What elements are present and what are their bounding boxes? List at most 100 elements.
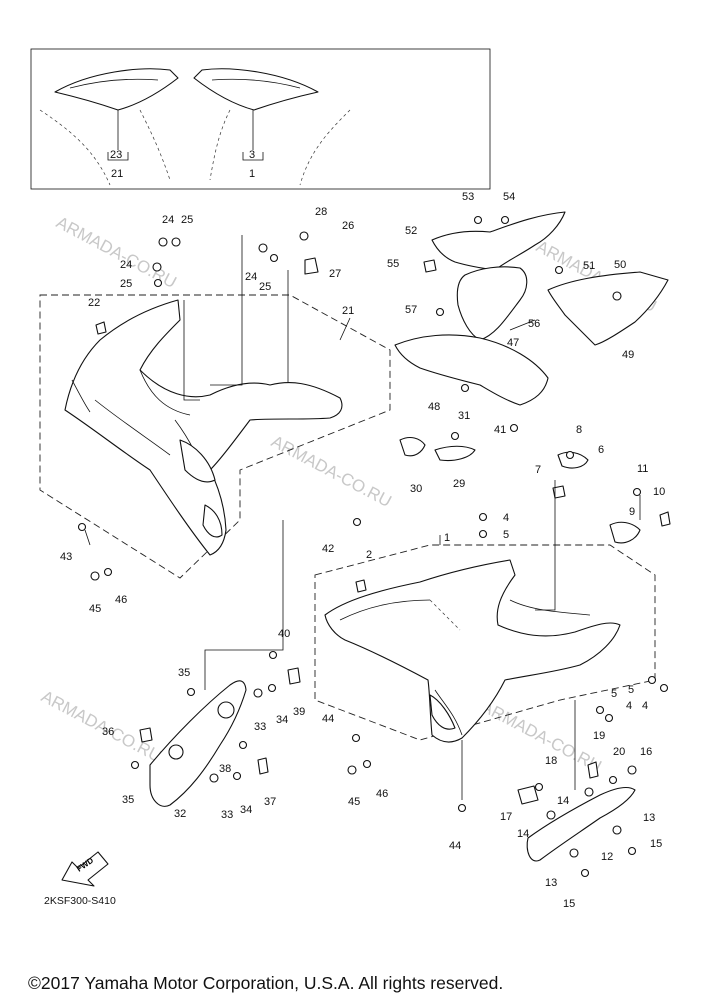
callout-5: 5 [628, 684, 634, 696]
grommet-14 [584, 787, 594, 797]
left-fairing-outline [39, 109, 111, 186]
callout-4: 4 [626, 700, 632, 712]
cowling-mount [429, 694, 456, 730]
cowling-mount [202, 504, 223, 538]
callout-32: 32 [174, 808, 186, 820]
washer-5 [595, 705, 605, 715]
callout-51: 51 [583, 260, 595, 272]
callout-23: 23 [110, 149, 122, 161]
clip-2 [355, 579, 367, 593]
bolt-53 [473, 215, 483, 225]
diagram-code: 2KSF300-S410 [44, 895, 116, 907]
washer-5 [478, 529, 488, 539]
callout-41: 41 [494, 424, 506, 436]
left-side-cowling [64, 299, 343, 556]
callout-6: 6 [598, 444, 604, 456]
grommet-13 [612, 825, 622, 835]
cowling-edge [339, 599, 431, 621]
cover-32 [149, 680, 247, 807]
callout-16: 16 [640, 746, 652, 758]
callout-33: 33 [221, 809, 233, 821]
nut-19 [587, 761, 599, 779]
panel-47 [394, 334, 549, 406]
leader-lines [84, 235, 641, 800]
cowling-edge [139, 369, 191, 416]
bracket-30 [399, 436, 426, 457]
callout-11: 11 [637, 463, 648, 475]
callout-4: 4 [503, 512, 509, 524]
callouts: 24 25 24 25 24 25 28 26 27 22 21 43 45 4… [60, 191, 665, 910]
grommet-33 [168, 744, 184, 760]
bolt-18 [534, 782, 544, 792]
leader-line [535, 480, 556, 611]
bracket-line [242, 152, 264, 161]
left-group-outline [39, 294, 391, 579]
callout-40: 40 [278, 628, 290, 640]
hardware [77, 215, 671, 878]
collar-33 [209, 773, 219, 783]
bolt-8 [565, 450, 575, 460]
callout-43: 43 [60, 551, 72, 563]
callout-27: 27 [329, 268, 341, 280]
callout-24: 24 [245, 271, 257, 283]
clip-7 [552, 485, 566, 499]
callout-35: 35 [122, 794, 134, 806]
bolt-43 [77, 522, 87, 532]
inset-frame [30, 48, 491, 190]
callout-3: 3 [249, 149, 255, 161]
callout-34: 34 [276, 714, 288, 726]
decal-inset: 23 21 3 1 [30, 48, 491, 190]
bolt-42 [352, 517, 362, 527]
nut-27 [304, 257, 319, 275]
callout-26: 26 [342, 220, 354, 232]
callout-15: 15 [563, 898, 575, 910]
right-side-cowling [324, 559, 621, 743]
bolt-44 [351, 733, 361, 743]
bolt-15 [627, 846, 637, 856]
side-covers [149, 451, 641, 862]
callout-10: 10 [653, 486, 665, 498]
panel-56 [456, 266, 528, 341]
callout-21: 21 [111, 168, 123, 180]
panel-49 [547, 271, 669, 346]
bolt-24 [152, 262, 162, 272]
copyright-text: ©2017 Yamaha Motor Corporation, U.S.A. A… [28, 973, 503, 993]
bracket-9 [609, 521, 641, 544]
washer-46 [362, 759, 372, 769]
collar-33 [253, 688, 263, 698]
bolt-48 [460, 383, 470, 393]
callout-5: 5 [503, 529, 509, 541]
bracket-17 [517, 785, 539, 805]
callout-44: 44 [449, 840, 461, 852]
callout-19: 19 [593, 730, 605, 742]
callout-47: 47 [507, 337, 519, 349]
callout-45: 45 [348, 796, 360, 808]
bracket-29 [434, 445, 476, 462]
callout-4: 4 [642, 700, 648, 712]
nut-55 [423, 259, 437, 273]
callout-45: 45 [89, 603, 101, 615]
callout-25: 25 [120, 278, 132, 290]
callout-14: 14 [517, 828, 529, 840]
callout-35: 35 [178, 667, 190, 679]
callout-9: 9 [629, 506, 635, 518]
bolt-4 [478, 512, 488, 522]
bolt-45 [90, 571, 100, 581]
bolt-24 [258, 243, 268, 253]
bolt-15 [580, 868, 590, 878]
bracket-12 [526, 786, 636, 862]
cowling-edge [71, 379, 91, 413]
callout-38: 38 [219, 763, 231, 775]
nut-39 [287, 667, 301, 685]
bolt-38 [238, 740, 248, 750]
upper-inner-panels [394, 211, 669, 462]
callout-14: 14 [557, 795, 569, 807]
callout-56: 56 [528, 318, 540, 330]
grommet-14 [546, 810, 556, 820]
callout-54: 54 [503, 191, 515, 203]
callout-20: 20 [613, 746, 625, 758]
cowling-vent [179, 439, 216, 483]
bolt-20 [608, 775, 618, 785]
callout-13: 13 [545, 877, 557, 889]
callout-34: 34 [240, 804, 252, 816]
